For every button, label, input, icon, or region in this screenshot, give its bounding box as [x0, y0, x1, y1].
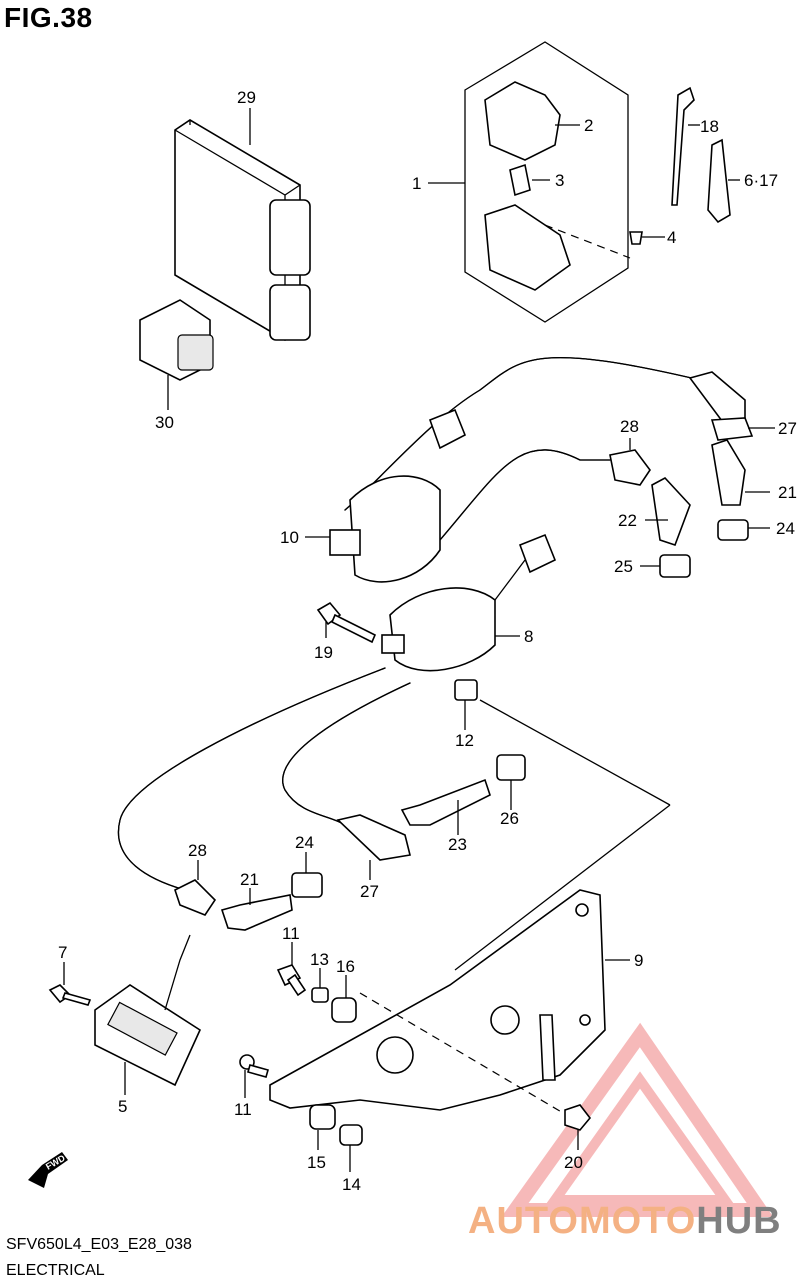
plug-cap-27-upper	[688, 371, 775, 441]
callout-20: 20	[564, 1153, 583, 1172]
grommet-15	[309, 1104, 336, 1150]
boot-21-lower	[220, 888, 293, 931]
seal-25	[640, 554, 691, 578]
connector-30	[139, 299, 214, 410]
callout-3: 3	[555, 171, 564, 190]
bolt-11-upper	[276, 942, 307, 997]
callout-7: 7	[58, 943, 67, 962]
spacer-13	[311, 968, 329, 1003]
bolt-7	[48, 962, 92, 1006]
cable-tie-18	[671, 86, 700, 206]
ecu-module	[174, 108, 311, 341]
watermark-part1: AUTOMOTO	[468, 1200, 697, 1242]
callout-6-17: 6·17	[744, 171, 778, 190]
callout-28-upper: 28	[620, 417, 639, 436]
drawing-code: SFV650L4_E03_E28_038	[6, 1236, 192, 1253]
figure-title: FIG.38	[4, 2, 93, 33]
drawing-section: ELECTRICAL	[6, 1262, 105, 1279]
watermark-text: AUTOMOTOHUB	[468, 1200, 782, 1243]
callout-5: 5	[118, 1097, 127, 1116]
callout-1: 1	[412, 174, 421, 193]
callout-29: 29	[237, 88, 256, 107]
ignition-coil-10	[305, 357, 701, 583]
callout-11-lower: 11	[234, 1100, 252, 1119]
ht-lead-lower	[117, 667, 411, 891]
callout-15: 15	[307, 1153, 326, 1172]
plug-cap-28-lower	[174, 860, 217, 916]
clamp-6-17	[707, 138, 740, 224]
relay-assembly-box	[428, 41, 665, 323]
callout-12: 12	[455, 731, 474, 750]
callout-11-upper: 11	[282, 924, 300, 943]
callout-30: 30	[155, 413, 174, 432]
callout-19: 19	[314, 643, 333, 662]
callout-21-lower: 21	[240, 870, 259, 889]
callout-28-lower: 28	[188, 841, 207, 860]
ignition-coil-8	[381, 533, 557, 672]
boot-23	[400, 778, 491, 835]
callout-26: 26	[500, 809, 519, 828]
nut-20	[564, 1104, 592, 1150]
callout-27-upper: 27	[778, 419, 797, 438]
callout-25: 25	[614, 557, 633, 576]
callout-24-upper: 24	[776, 519, 795, 538]
washer-14	[339, 1124, 363, 1172]
collar-12	[454, 679, 478, 730]
bolt-11-lower	[239, 1054, 269, 1098]
callout-8: 8	[524, 627, 533, 646]
callout-10: 10	[280, 528, 299, 547]
plug-cap-28-upper	[609, 438, 651, 486]
callout-4: 4	[667, 228, 676, 247]
boot-22-and-21	[645, 439, 770, 547]
plug-cap-27-lower	[336, 814, 411, 880]
callout-16: 16	[336, 957, 355, 976]
callout-9: 9	[634, 951, 643, 970]
seal-24-upper	[717, 519, 770, 541]
regulator-5	[94, 934, 202, 1095]
callout-14: 14	[342, 1175, 361, 1194]
callout-24-lower: 24	[295, 833, 314, 852]
bolt-19	[316, 601, 377, 644]
callout-2: 2	[584, 116, 593, 135]
callout-23: 23	[448, 835, 467, 854]
callout-22: 22	[618, 511, 637, 530]
callout-21-upper: 21	[778, 483, 797, 502]
callout-27-lower: 27	[360, 882, 379, 901]
seal-24-lower	[291, 852, 323, 898]
grommet-16	[331, 975, 357, 1023]
watermark-part2: HUB	[696, 1200, 782, 1242]
callout-13: 13	[310, 950, 329, 969]
forward-arrow-icon: FWD	[28, 1152, 68, 1188]
bracket-9	[269, 889, 630, 1111]
seal-26	[496, 754, 526, 810]
callout-18: 18	[700, 117, 719, 136]
